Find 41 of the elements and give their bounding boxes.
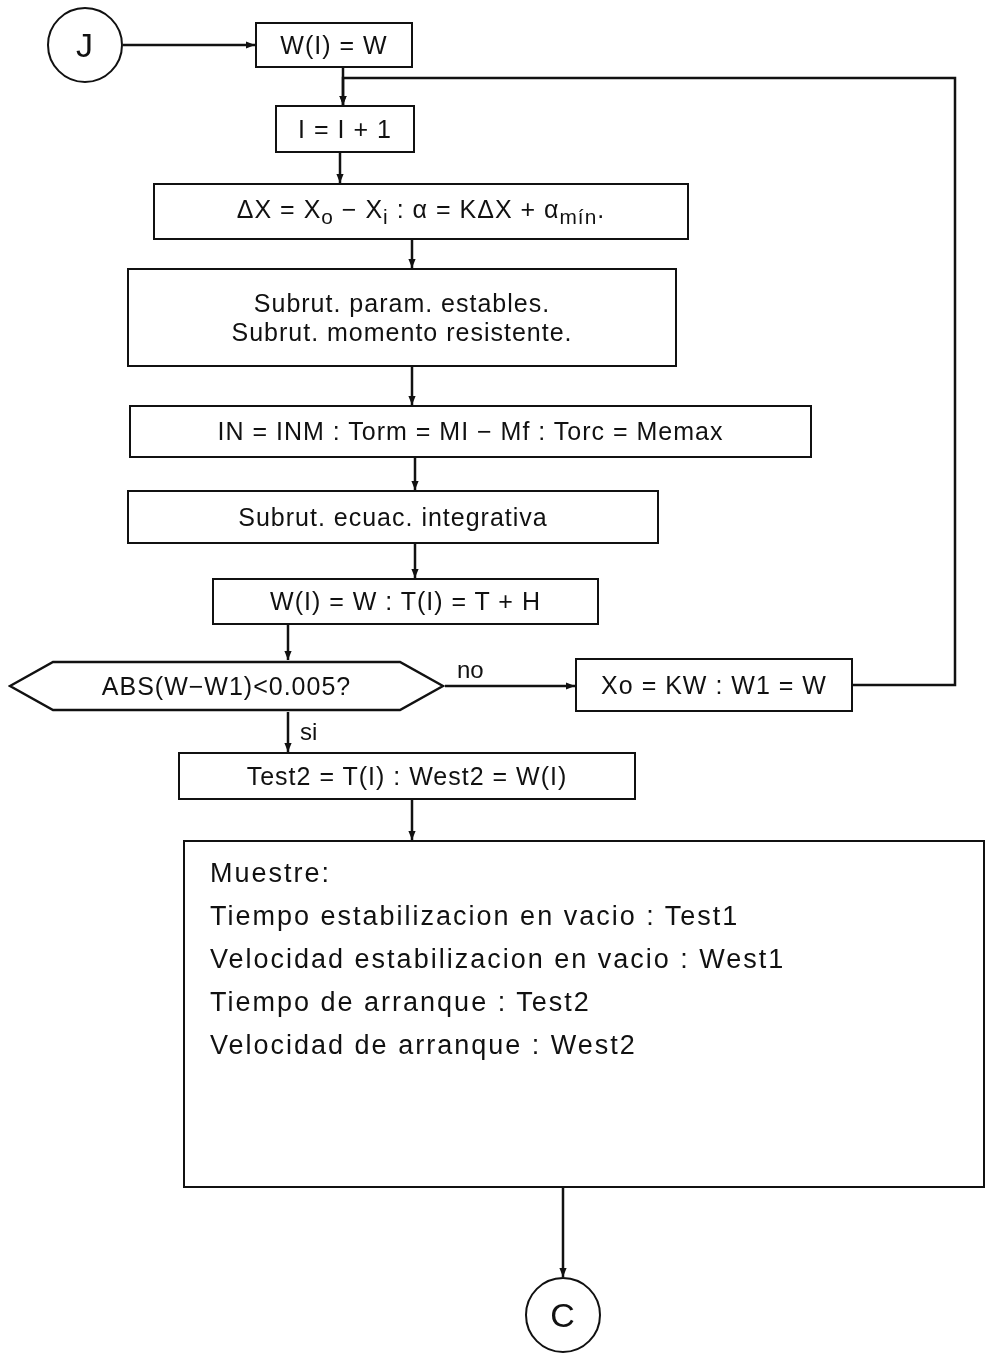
process-box: [575, 658, 853, 712]
flow-arrow: [339, 76, 957, 687]
process-box: [212, 578, 599, 625]
flow-arrow: [284, 625, 292, 660]
node-text: Subrut. param. estables.: [253, 288, 551, 318]
flow-arrow: [284, 712, 292, 752]
node-text: ABS(W−W1)<0.005?: [101, 671, 352, 701]
node-text: I = I + 1: [298, 114, 392, 144]
flow-arrow: [336, 153, 344, 183]
process-box: [127, 490, 659, 544]
decision-hexagon: [8, 660, 445, 712]
process-box: [275, 105, 415, 153]
flow-arrow: [408, 800, 416, 840]
process-box: [178, 752, 636, 800]
node-text: ΔX = X$_{o}$ − X$_{i}$ : α = KΔX + α$_{mín}$.: [236, 194, 606, 229]
process-box: [153, 183, 689, 240]
node-text: Test2 = T(I) : West2 = W(I): [246, 761, 568, 791]
node-text: Tiempo estabilizacion en vacio : Test1: [210, 901, 740, 932]
flow-arrow: [123, 41, 255, 49]
process-box: [129, 405, 812, 458]
node-text: IN = INM : Torm = MI − Mf : Torc = Memax: [217, 417, 724, 446]
flow-arrow: [411, 544, 419, 578]
flow-arrow: [559, 1188, 567, 1277]
flow-arrow: [411, 458, 419, 490]
node-text: Velocidad estabilizacion en vacio : West1: [210, 944, 786, 975]
output-box: [183, 840, 985, 1188]
flow-arrow: [445, 682, 575, 690]
node-text: Tiempo de arranque : Test2: [210, 987, 591, 1018]
node-text: Velocidad de arranque : West2: [210, 1030, 637, 1061]
node-text: W(I) = W : T(I) = T + H: [270, 587, 541, 616]
node-text: Muestre:: [210, 858, 332, 889]
connector-letter: C: [550, 1295, 576, 1335]
node-text: W(I) = W: [280, 30, 388, 60]
flow-arrow: [408, 367, 416, 405]
process-box: [255, 22, 413, 68]
process-box: [127, 268, 677, 367]
node-text: Xo = KW : W1 = W: [601, 670, 827, 700]
node-text: Subrut. momento resistente.: [231, 317, 573, 347]
flow-arrow: [408, 240, 416, 268]
connector-letter: J: [76, 25, 94, 65]
node-text: Subrut. ecuac. integrativa: [238, 502, 548, 532]
